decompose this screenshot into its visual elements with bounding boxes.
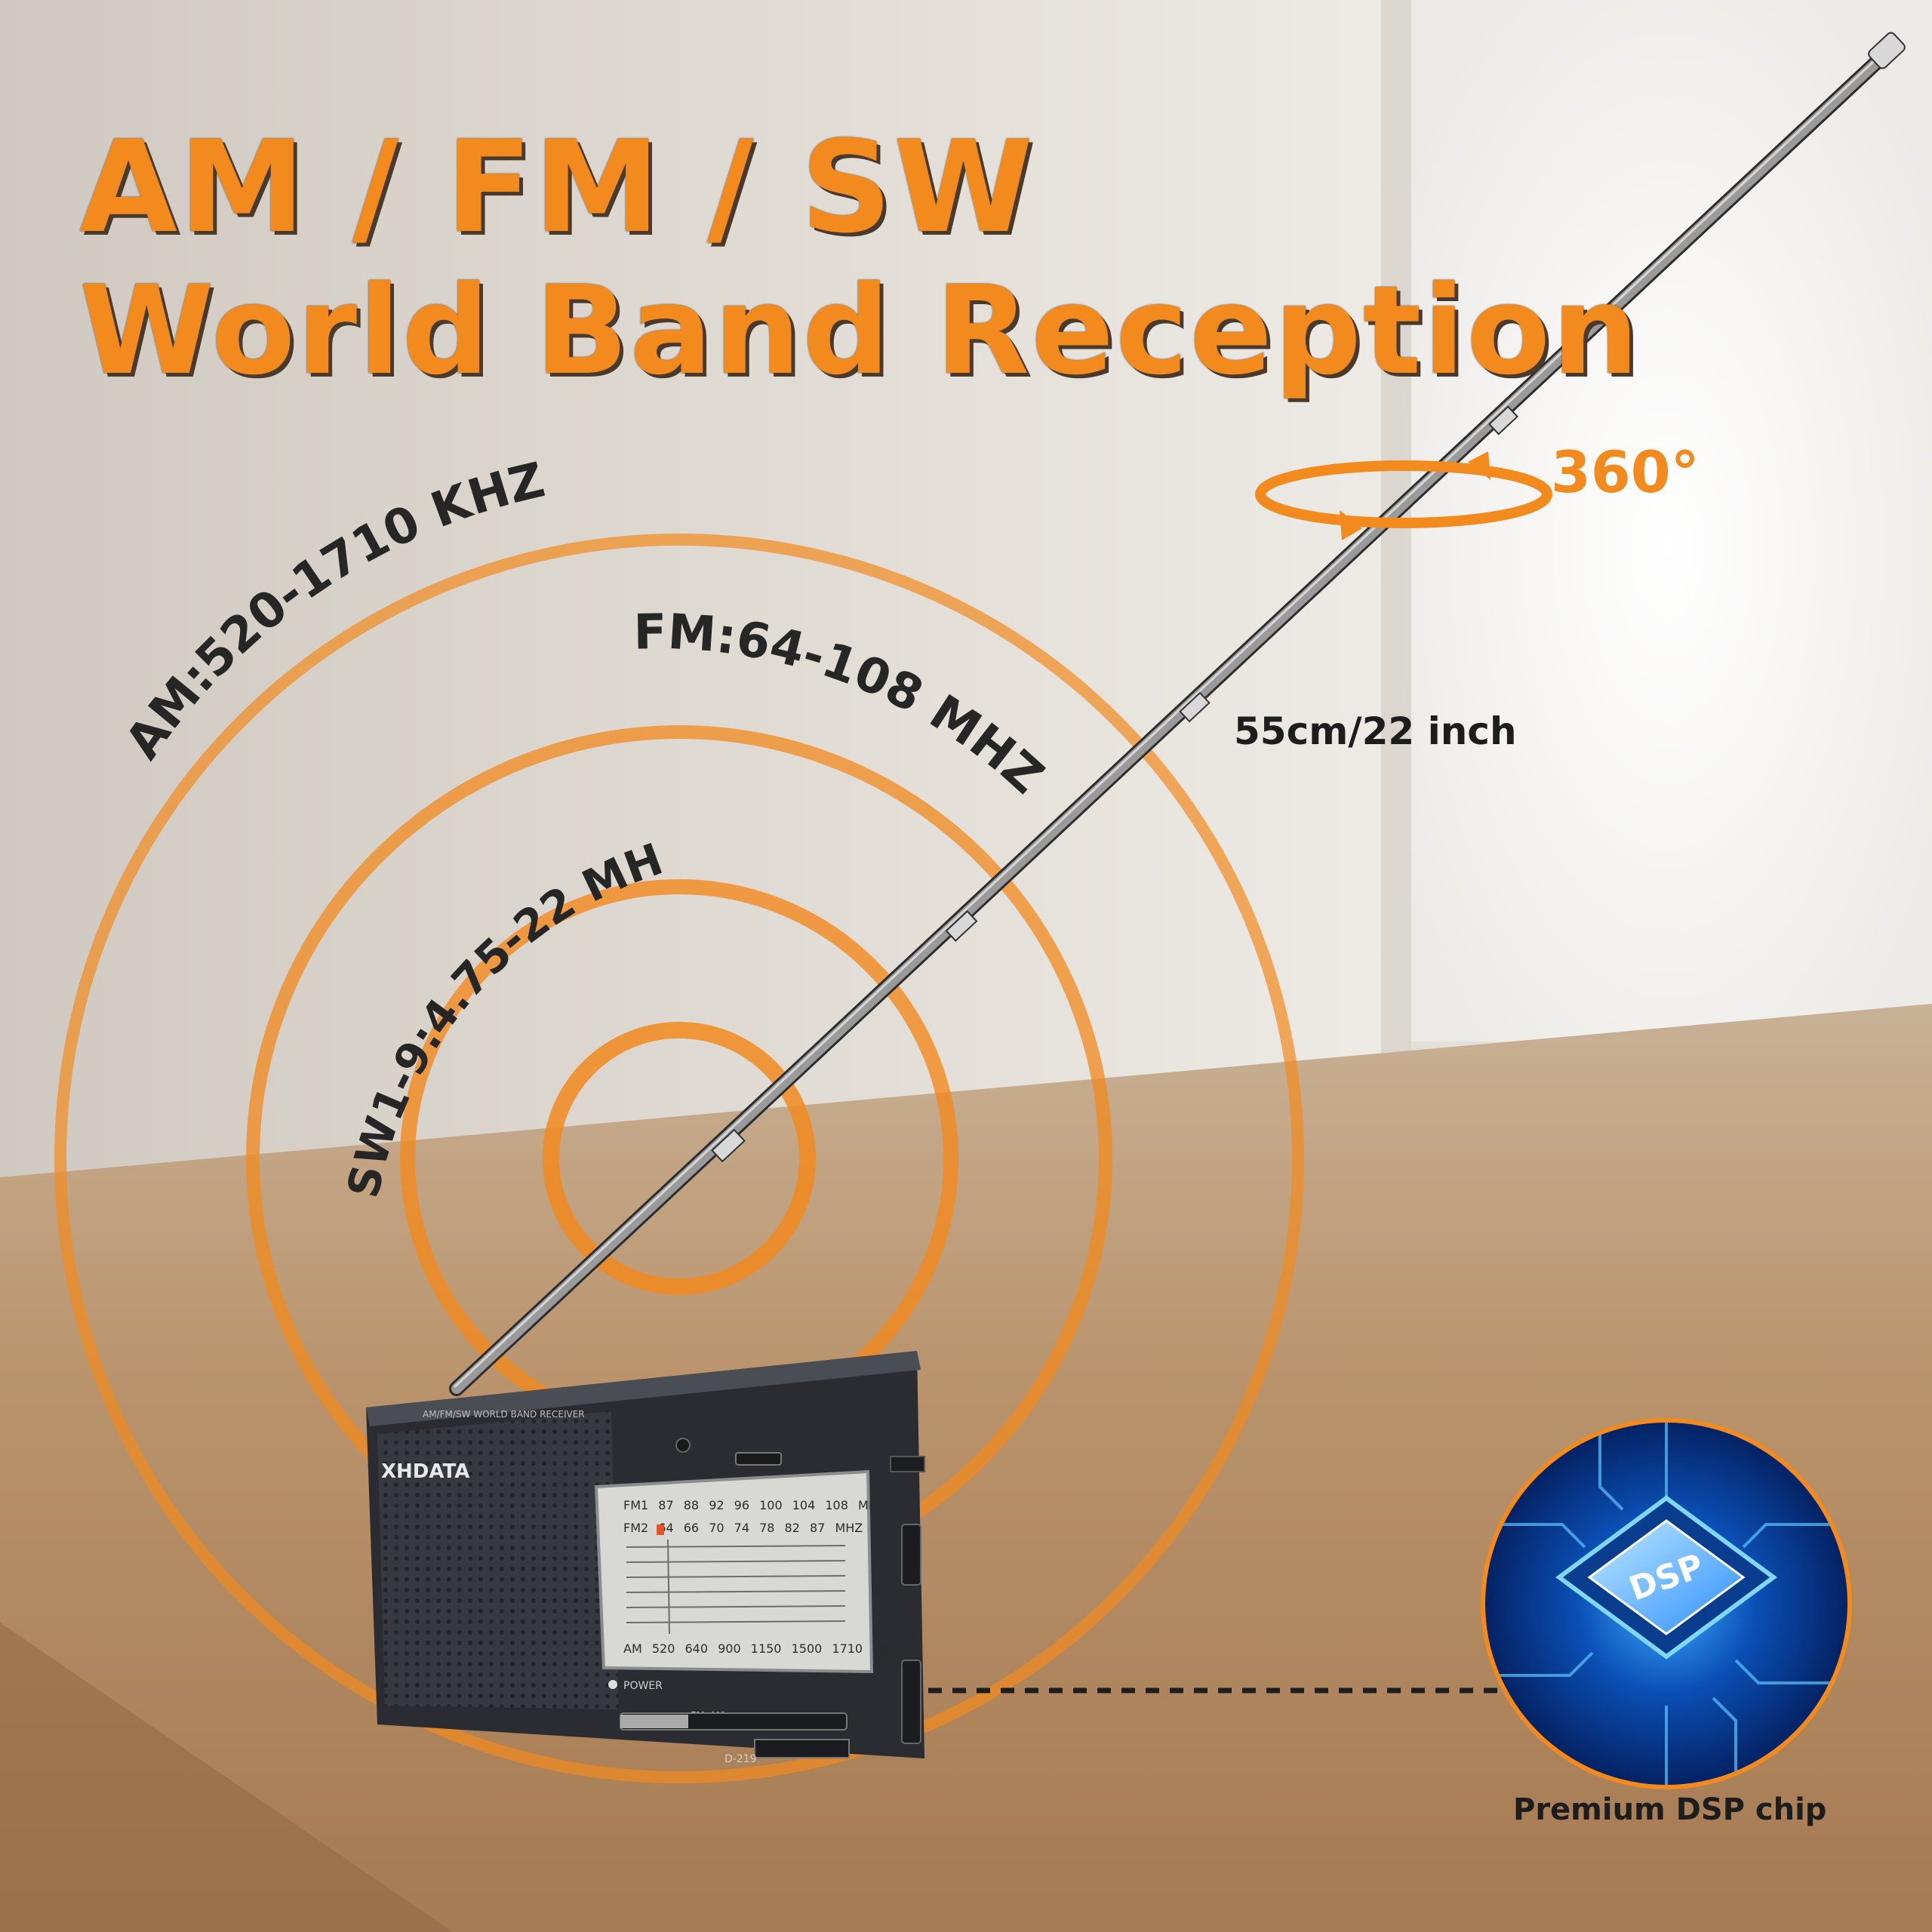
antenna-joint xyxy=(1179,691,1211,723)
headline-line-2: World Band Reception xyxy=(79,260,1641,402)
top-switch[interactable] xyxy=(735,1452,782,1466)
headphone-jack-icon xyxy=(675,1438,691,1453)
antenna-joint xyxy=(1488,405,1518,435)
dial-scale-fm2: FM2 64 66 70 74 78 82 87 MHZ xyxy=(623,1521,863,1535)
table-edge xyxy=(0,1623,453,1932)
tuning-pointer xyxy=(657,1524,664,1535)
top-label: AM/FM/SW WORLD BAND RECEIVER xyxy=(423,1409,585,1420)
antenna-tip xyxy=(1868,32,1906,69)
antenna-rod xyxy=(451,48,1892,1394)
chip-die xyxy=(1587,1519,1746,1635)
sw-scale-lines xyxy=(626,1539,846,1635)
chip-caption: Premium DSP chip xyxy=(1513,1792,1827,1827)
dial-scale-fm1: FM1 87 88 92 96 100 104 108 MHZ xyxy=(623,1498,886,1512)
rotation-arrowhead-icon xyxy=(1340,510,1362,540)
tuning-slider[interactable] xyxy=(754,1739,850,1758)
rotation-arrow-ring xyxy=(1255,460,1552,528)
side-jack-panel xyxy=(901,1660,921,1744)
telescopic-antenna xyxy=(449,32,1906,1396)
band-selector-thumb[interactable] xyxy=(620,1715,688,1728)
antenna-joint xyxy=(711,1128,746,1163)
power-indicator-icon xyxy=(608,1680,617,1689)
model-label: D-219 xyxy=(724,1753,757,1765)
rotation-arrowhead-icon xyxy=(1468,451,1491,480)
antenna-highlight xyxy=(453,50,1886,1389)
circuit-traces xyxy=(1487,1423,1847,1785)
rotation-label: 360° xyxy=(1551,438,1700,506)
signal-ring-core xyxy=(543,1022,816,1295)
volume-wheel[interactable] xyxy=(901,1524,921,1586)
brand-logo: XHDATA xyxy=(381,1460,469,1483)
radio-top-edge xyxy=(366,1351,921,1426)
speaker-grille xyxy=(377,1411,619,1709)
rotation-indicator: 360° xyxy=(1255,438,1700,540)
antenna-joint xyxy=(945,910,978,942)
headline-line-1: AM / FM / SW xyxy=(79,113,1035,261)
radio-receiver: XHDATA AM/FM/SW WORLD BAND RECEIVER FM1 … xyxy=(366,1351,925,1765)
window-frame xyxy=(1381,0,1411,1117)
side-buttons xyxy=(890,1456,925,1472)
dsp-chip-callout: DSP xyxy=(1481,1418,1852,1789)
antenna-length-label: 55cm/22 inch xyxy=(1234,709,1517,753)
power-label: POWER xyxy=(623,1680,663,1692)
signal-ring-outer xyxy=(54,534,1304,1783)
window-light xyxy=(1404,0,1932,1094)
dial-scale-am: AM 520 640 900 1150 1500 1710 KHZ xyxy=(623,1641,898,1656)
